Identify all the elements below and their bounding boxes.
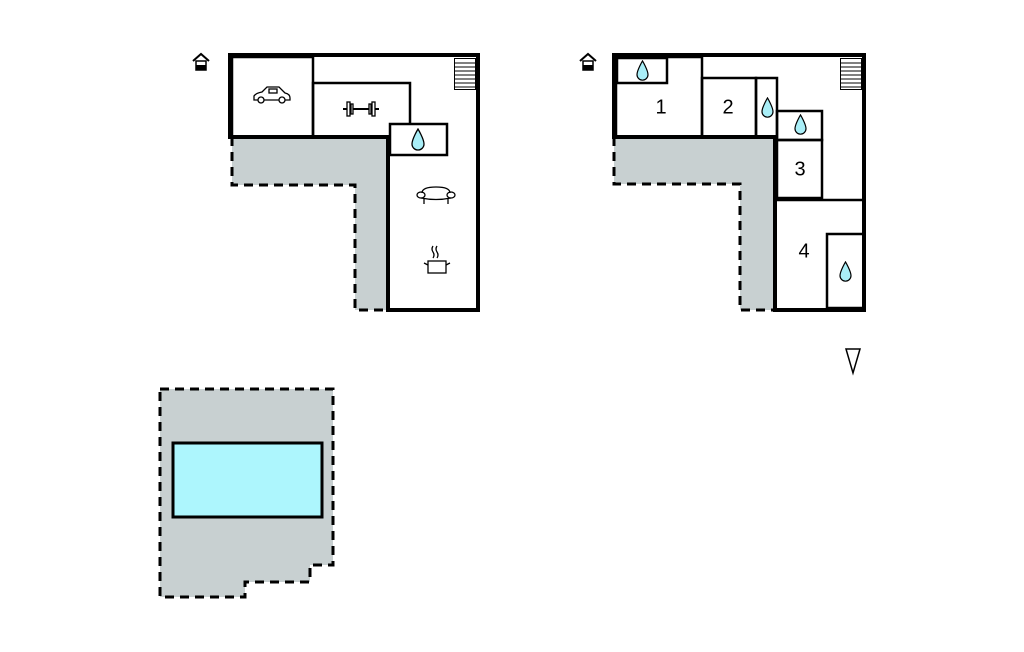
terrace [614, 137, 775, 310]
ground-floor-plan [192, 53, 480, 312]
stairs-icon [840, 58, 862, 90]
water-drop-icon [761, 97, 774, 118]
terrace-outline [230, 137, 388, 312]
bedroom-label: 3 [794, 158, 805, 180]
bathroom-4 [825, 232, 866, 310]
sofa-icon [416, 186, 456, 204]
bathroom-2 [754, 76, 779, 139]
dumbbell-icon [343, 101, 379, 117]
terrace-outline [612, 137, 775, 312]
cooking-pot-icon [423, 245, 451, 274]
home-entrance-icon [579, 53, 597, 71]
bedroom-label: 1 [655, 96, 666, 118]
room-gym [311, 81, 412, 139]
bedroom-label: 4 [798, 240, 809, 262]
car-icon [253, 86, 291, 104]
water-drop-icon [794, 114, 807, 135]
room-garage [230, 55, 315, 139]
bedroom-label: 2 [722, 96, 733, 118]
water-drop-icon [839, 261, 852, 282]
bedroom-3 [775, 138, 824, 200]
terrace [232, 137, 388, 310]
first-floor-plan: 1 2 3 4 [579, 53, 866, 312]
home-entrance-icon [192, 53, 210, 71]
water-drop-icon [636, 60, 649, 81]
stairs-icon [454, 58, 476, 90]
north-arrow-icon [845, 348, 861, 376]
pool-area [158, 387, 335, 599]
bathroom-1 [615, 56, 669, 85]
swimming-pool [171, 441, 324, 519]
